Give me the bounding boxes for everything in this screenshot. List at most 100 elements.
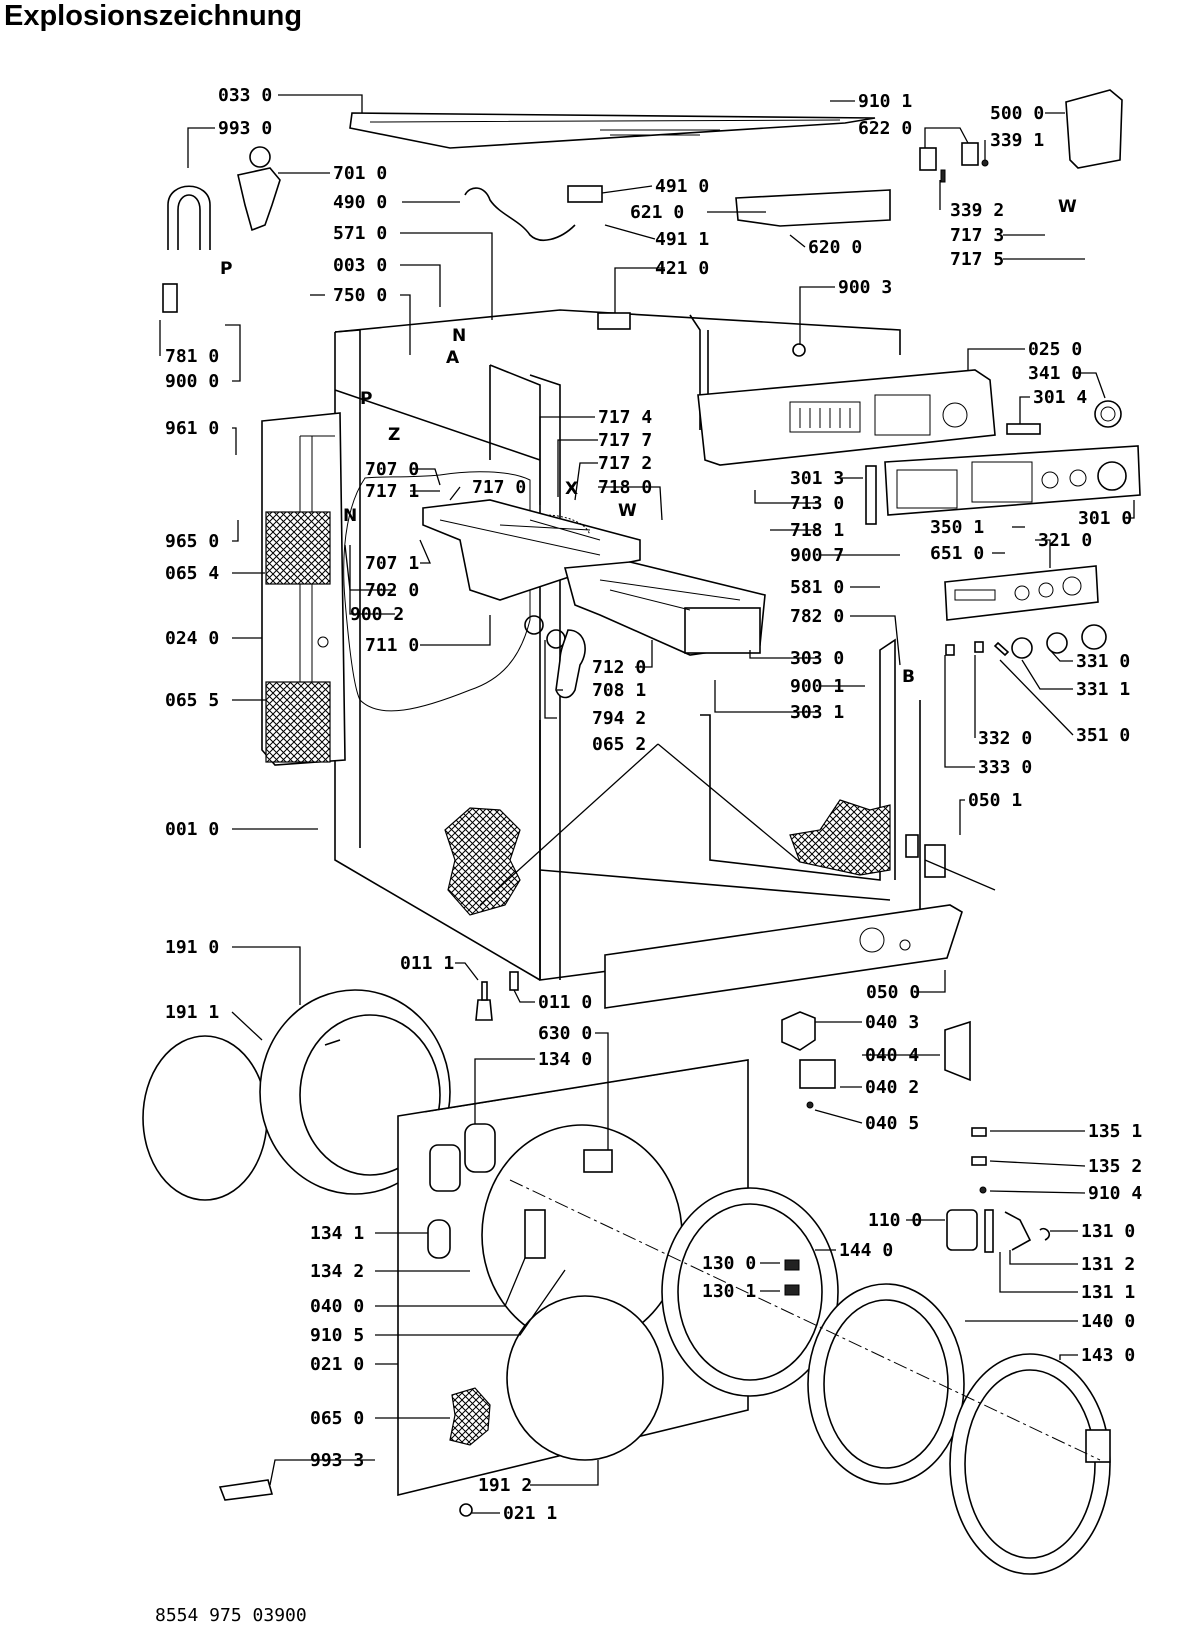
part-label: 718 1 (790, 520, 844, 541)
plinth-part (604, 904, 963, 1009)
part-label: 900 7 (790, 545, 844, 566)
part-label: 571 0 (333, 223, 387, 244)
part-label: 040 5 (865, 1113, 919, 1134)
mains-lead-part (464, 187, 576, 241)
part-label: 331 0 (1076, 651, 1130, 672)
inlet-hose-part (162, 185, 211, 313)
part-label: 065 5 (165, 690, 219, 711)
part-label: 717 3 (950, 225, 1004, 246)
letter-mark: W (1058, 197, 1077, 217)
door-glass-part (807, 1283, 965, 1485)
part-label: 303 0 (790, 648, 844, 669)
letter-mark: P (360, 389, 372, 409)
dispenser-housing-part (422, 499, 641, 601)
part-label: 900 3 (838, 277, 892, 298)
part-label: 900 0 (165, 371, 219, 392)
detergent-drawer-part (563, 561, 766, 656)
programmer-part (1065, 89, 1123, 169)
part-label: 701 0 (333, 163, 387, 184)
part-label: 191 1 (165, 1002, 219, 1023)
part-label: 350 1 (930, 517, 984, 538)
part-label: 011 0 (538, 992, 592, 1013)
part-label: 040 2 (865, 1077, 919, 1098)
part-label: 050 1 (968, 790, 1022, 811)
part-label: 140 0 (1081, 1311, 1135, 1332)
part-label: 003 0 (333, 255, 387, 276)
part-label: 321 0 (1038, 530, 1092, 551)
document-number: 8554 975 03900 (155, 1605, 307, 1626)
part-label: 301 3 (790, 468, 844, 489)
letter-mark: A (446, 348, 460, 368)
rear-panel-part (261, 412, 346, 766)
part-label: 024 0 (165, 628, 219, 649)
part-label: 707 0 (365, 459, 419, 480)
letter-mark: N (343, 506, 357, 526)
part-label: 332 0 (978, 728, 1032, 749)
cabinet-body-part (334, 309, 921, 981)
part-label: 135 2 (1088, 1156, 1142, 1177)
drain-hose-clip-part (218, 1479, 274, 1501)
part-label: 130 1 (702, 1281, 756, 1302)
assembly-axis (509, 1179, 1101, 1461)
relay-part (597, 312, 631, 330)
part-label: 750 0 (333, 285, 387, 306)
part-label: 301 0 (1078, 508, 1132, 529)
part-label: 303 1 (790, 702, 844, 723)
letter-mark: Z (388, 425, 400, 445)
part-label: 491 0 (655, 176, 709, 197)
connection-letter-marks: P N A P Z W X W N B (220, 197, 1077, 687)
part-label: 717 0 (472, 477, 526, 498)
dispenser-area-outline (343, 471, 531, 712)
part-label: 033 0 (218, 85, 272, 106)
part-label: 050 0 (866, 982, 920, 1003)
part-label: 707 1 (365, 553, 419, 574)
part-label: 130 0 (702, 1253, 756, 1274)
part-label: 339 2 (950, 200, 1004, 221)
part-label: 065 4 (165, 563, 219, 584)
part-label: 910 1 (858, 91, 912, 112)
part-label: 712 0 (592, 657, 646, 678)
switches-part (919, 142, 989, 183)
latch-parts (781, 1011, 971, 1109)
part-label: 021 0 (310, 1354, 364, 1375)
part-label: 011 1 (400, 953, 454, 974)
part-label: 630 0 (538, 1023, 592, 1044)
part-label: 794 2 (592, 708, 646, 729)
part-label: 961 0 (165, 418, 219, 439)
hose-part (524, 615, 586, 699)
part-label: 040 0 (310, 1296, 364, 1317)
part-label: 581 0 (790, 577, 844, 598)
fascia-panel-part (865, 445, 1141, 525)
part-label: 711 0 (365, 635, 419, 656)
part-label: 713 0 (790, 493, 844, 514)
part-label: 491 1 (655, 229, 709, 250)
part-label: 131 2 (1081, 1254, 1135, 1275)
part-label: 717 2 (598, 453, 652, 474)
part-label: 134 1 (310, 1223, 364, 1244)
front-panel-part (397, 1059, 749, 1497)
letter-mark: N (452, 326, 466, 346)
part-label: 333 0 (978, 757, 1032, 778)
part-label: 717 1 (365, 481, 419, 502)
part-label: 702 0 (365, 580, 419, 601)
filter-part (567, 185, 603, 203)
part-label: 110 0 (868, 1210, 922, 1231)
part-label: 993 0 (218, 118, 272, 139)
interlock-part (792, 343, 806, 357)
leader-lines (159, 94, 1135, 1514)
page-title: Explosionszeichnung (4, 0, 303, 32)
door-handle-part (946, 1127, 1050, 1253)
part-label: 131 0 (1081, 1221, 1135, 1242)
part-label: 301 4 (1033, 387, 1087, 408)
part-number-labels: 033 0 993 0 701 0 490 0 571 0 003 0 750 … (165, 85, 1142, 1524)
part-label: 717 5 (950, 249, 1004, 270)
part-label: 065 2 (592, 734, 646, 755)
part-label: 065 0 (310, 1408, 364, 1429)
letter-mark: X (565, 479, 578, 499)
part-label: 621 0 (630, 202, 684, 223)
door-frame-part (661, 1187, 839, 1397)
plinth-clips-part (905, 834, 996, 891)
part-label: 717 4 (598, 407, 652, 428)
part-label: 900 1 (790, 676, 844, 697)
